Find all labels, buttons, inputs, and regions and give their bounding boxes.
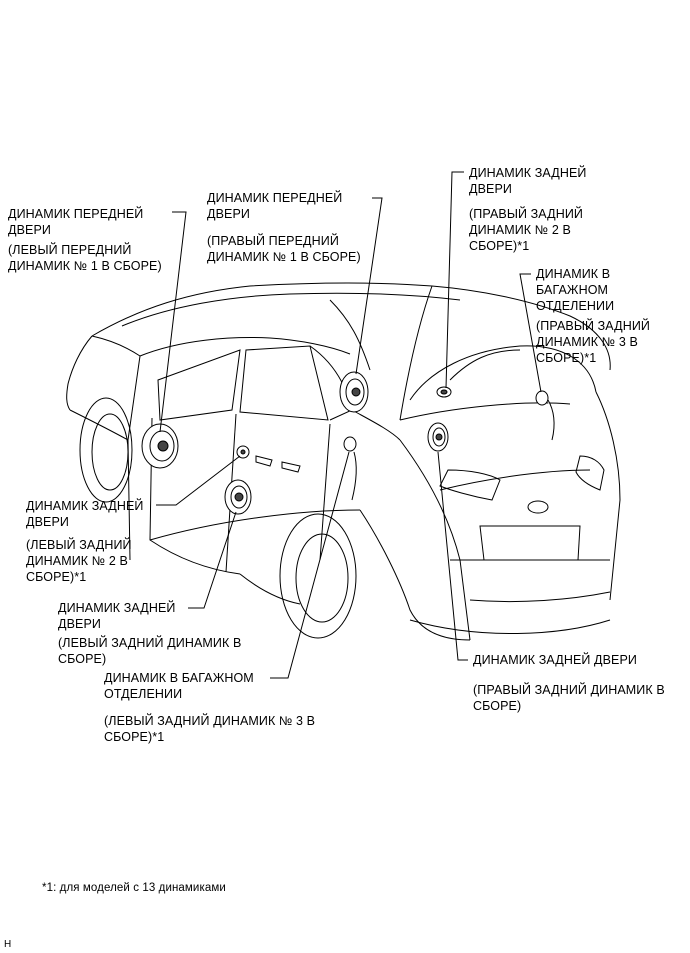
label-rear-left-door-no2-name: ДИНАМИК ЗАДНЕЙ ДВЕРИ: [26, 499, 144, 529]
rear-right-luggage-speaker: [535, 390, 555, 441]
rear-left-luggage-speaker: [343, 436, 357, 501]
leader-rear-right-luggage: [519, 273, 542, 393]
leader-front-left-door: [159, 211, 187, 433]
label-rear-right-door-part: (ПРАВЫЙ ЗАДНИЙ ДИНАМИК В СБОРЕ): [473, 683, 665, 713]
label-rear-left-door-part: (ЛЕВЫЙ ЗАДНИЙ ДИНАМИК В СБОРЕ): [58, 636, 242, 666]
label-rear-right-door-no2-name: ДИНАМИК ЗАДНЕЙ ДВЕРИ: [469, 166, 587, 196]
label-front-right-door-name: ДИНАМИК ПЕРЕДНЕЙ ДВЕРИ: [207, 191, 343, 221]
rear-left-door-speaker-no2: [236, 445, 250, 459]
leader-front-right-door: [355, 197, 383, 375]
front-left-door-speaker: [141, 423, 179, 469]
leader-rear-left-luggage: [270, 451, 350, 679]
rear-left-door-speaker: [224, 479, 252, 515]
leader-rear-right-door-no2: [445, 171, 464, 389]
front-right-door-speaker: [339, 371, 369, 413]
label-rear-right-luggage-name: ДИНАМИК В БАГАЖНОМ ОТДЕЛЕНИИ: [536, 267, 615, 313]
label-rear-right-door-name: ДИНАМИК ЗАДНЕЙ ДВЕРИ: [473, 653, 638, 667]
label-rear-left-door-no2-part: (ЛЕВЫЙ ЗАДНИЙ ДИНАМИК № 2 В СБОРЕ)*1: [26, 538, 132, 584]
rear-right-door-speaker-no2: [436, 386, 452, 398]
rear-right-door-speaker: [427, 422, 449, 452]
label-rear-right-door-no2-part: (ПРАВЫЙ ЗАДНИЙ ДИНАМИК № 2 В СБОРЕ)*1: [469, 207, 584, 253]
leader-rear-right-door: [437, 451, 468, 661]
label-front-left-door-name: ДИНАМИК ПЕРЕДНЕЙ ДВЕРИ: [8, 207, 144, 237]
label-front-right-door-part: (ПРАВЫЙ ПЕРЕДНИЙ ДИНАМИК № 1 В СБОРЕ): [207, 234, 361, 264]
leader-lines: [156, 171, 542, 679]
label-rear-right-luggage-part: (ПРАВЫЙ ЗАДНИЙ ДИНАМИК № 3 В СБОРЕ)*1: [536, 319, 651, 365]
footnote: *1: для моделей с 13 динамиками: [42, 882, 226, 894]
leader-rear-left-door-no2: [156, 455, 241, 506]
label-rear-left-luggage-part: (ЛЕВЫЙ ЗАДНИЙ ДИНАМИК № 3 В СБОРЕ)*1: [104, 714, 316, 744]
label-rear-left-luggage-name: ДИНАМИК В БАГАЖНОМ ОТДЕЛЕНИИ: [104, 671, 254, 701]
figure-code: H: [4, 939, 12, 950]
label-front-left-door-part: (ЛЕВЫЙ ПЕРЕДНИЙ ДИНАМИК № 1 В СБОРЕ): [8, 243, 162, 273]
label-rear-left-door-name: ДИНАМИК ЗАДНЕЙ ДВЕРИ: [58, 601, 176, 631]
leader-rear-left-door: [188, 511, 237, 609]
